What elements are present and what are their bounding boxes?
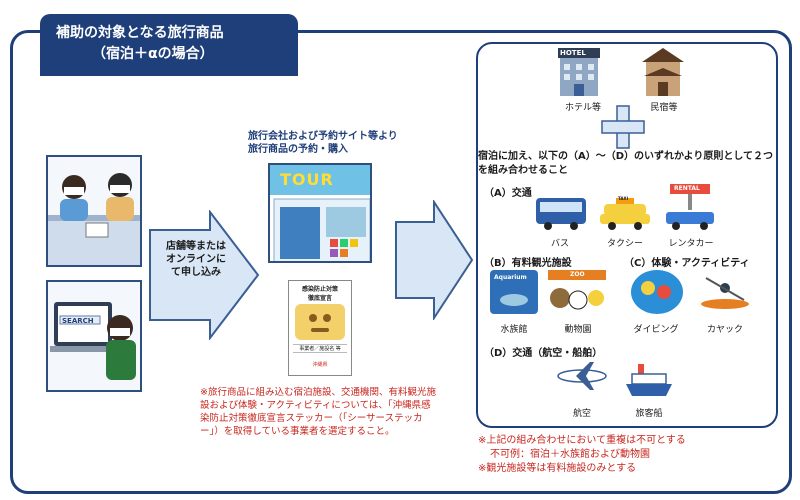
diving-label: ダイビング — [633, 325, 679, 335]
zoo-sign: ZOO — [570, 271, 585, 278]
category-c-title: （C）体験・アクティビティ — [624, 258, 750, 269]
flow-arrow-2 — [395, 200, 474, 320]
online-pc-illustration: SEARCH — [46, 280, 142, 392]
aquarium-icon — [490, 270, 538, 314]
sticker-title: 感染防止対策 徹底宣言 — [301, 286, 338, 302]
search-box-text: SEARCH — [62, 317, 94, 325]
hotel-icon — [558, 48, 600, 96]
rental-car-label: レンタカー — [668, 239, 714, 249]
shisa-icon — [295, 304, 345, 340]
airplane-icon — [557, 362, 607, 390]
hotel-sign: HOTEL — [560, 49, 586, 57]
sticker-name-field: 事業者／施設名 等 — [293, 344, 347, 353]
title-line2: （宿泊＋αの場合） — [92, 46, 214, 62]
rental-car-icon — [666, 184, 714, 230]
kayak-label: カヤック — [706, 325, 743, 335]
ship-label: 旅客船 — [635, 409, 663, 419]
category-b-title: （B）有料観光施設 — [484, 258, 572, 269]
rental-sign: RENTAL — [674, 185, 700, 192]
sticker-illustration: 感染防止対策 徹底宣言 事業者／施設名 等 沖縄県 — [288, 280, 352, 376]
category-a-title: （A）交通 — [484, 188, 532, 199]
combine-instruction: 宿泊に加え、以下の（A）〜（D）のいずれかより原則として２つを組み合わせること — [478, 151, 774, 176]
category-d-title: （D）交通（航空・船舶） — [484, 348, 603, 359]
plus-icon — [601, 105, 645, 149]
store-counter-illustration — [46, 155, 142, 267]
travel-agency-illustration: TOUR — [268, 163, 372, 263]
combination-note-line1: ※上記の組み合わせにおいて重複は不可とする — [478, 435, 686, 446]
aquarium-label: 水族館 — [500, 325, 528, 335]
sticker-note: ※旅行商品に組み込む宿泊施設、交通機関、有料観光施設および体験・アクティビティに… — [200, 387, 436, 437]
title-banner: 補助の対象となる旅行商品 （宿泊＋αの場合） — [40, 14, 298, 76]
hotel-label: ホテル等 — [564, 103, 601, 113]
combination-note-line3: ※観光施設等は有料施設のみとする — [478, 463, 637, 474]
tour-sign: TOUR — [280, 170, 334, 189]
airplane-label: 航空 — [572, 409, 591, 419]
sticker-footer: 沖縄県 — [312, 362, 328, 368]
combination-note-line2: 不可例：宿泊＋水族館および動物園 — [490, 449, 650, 460]
zoo-icon — [548, 270, 606, 310]
flow-arrow-1 — [149, 210, 260, 340]
bus-label: バス — [550, 239, 569, 249]
booking-title: 旅行会社および予約サイト等より 旅行商品の予約・購入 — [248, 131, 398, 155]
minshuku-icon — [642, 48, 684, 96]
ship-icon — [626, 364, 672, 396]
kayak-icon — [701, 277, 749, 309]
title-line1: 補助の対象となる旅行商品 — [56, 25, 224, 41]
zoo-label: 動物園 — [564, 325, 592, 335]
taxi-label: タクシー — [606, 239, 643, 249]
bus-icon — [536, 198, 586, 230]
aquarium-sign: Aquarium — [494, 274, 527, 281]
apply-text: 店舗等または オンラインに て申し込み — [166, 241, 226, 278]
minshuku-label: 民宿等 — [650, 103, 678, 113]
taxi-sign: TAXI — [618, 196, 629, 201]
diving-icon — [631, 270, 683, 314]
taxi-icon — [600, 198, 650, 230]
